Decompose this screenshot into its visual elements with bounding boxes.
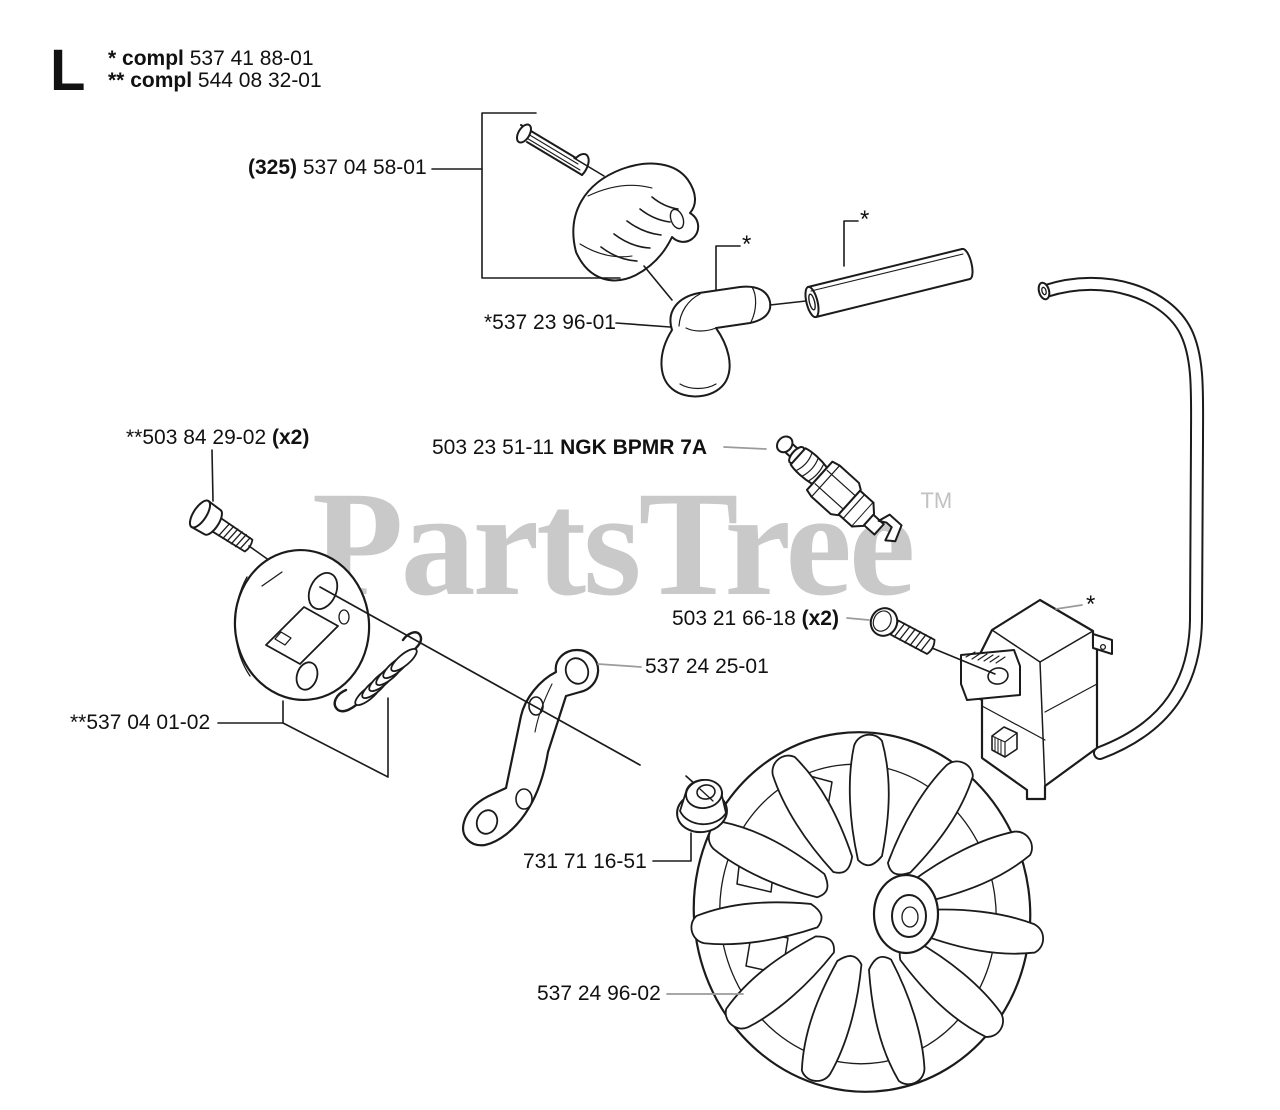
watermark-tm: TM [920,488,953,513]
label-module-screw: 503 21 66-18 (x2) [672,607,839,630]
sleeve-tube-part [804,247,974,319]
flange-nut-part [676,778,728,834]
axis-screw-module [931,647,996,675]
label-cylinder-cover: (325) 537 04 58-01 [248,156,427,179]
axis-main [319,586,641,766]
section-letter: L [50,38,86,103]
label-clutch: **537 04 01-02 [70,711,211,734]
ignition-module-part [960,598,1113,801]
footnote-1-number: 537 41 88-01 [189,47,314,70]
label-link-arm: 537 24 25-01 [645,655,769,678]
footnote-compl-2: ** compl 544 08 32-01 [108,70,322,91]
footnote-1-star: * [108,47,117,70]
module-screw-part [869,607,936,655]
spark-plug-part [776,435,903,543]
footnote-2-number: 544 08 32-01 [197,69,322,92]
footnote-1-word: compl [122,47,184,70]
footnote-2-star: ** [108,69,125,92]
link-arm-part [462,648,600,847]
label-spark-plug-cap: *537 23 96-01 [484,311,616,334]
clutch-screw-part [188,499,254,553]
label-flange-nut: 731 71 16-51 [523,850,647,873]
asterisk-marker-module: * [1086,591,1096,618]
leader-lines-gray [597,446,1083,995]
label-spark-plug: 503 23 51-11 NGK BPMR 7A [432,436,708,459]
axis-boot-cap [643,265,673,301]
asterisk-marker-tube: * [860,206,870,233]
axis-cap-tube [769,300,807,306]
clutch-part [233,548,371,702]
footnote-compl-1: * compl 537 41 88-01 [108,48,314,69]
leader-lines-black [211,112,859,862]
cylinder-cover-part [572,162,700,282]
label-clutch-screw: **503 84 29-02 (x2) [126,426,310,449]
ignition-wire [1037,276,1205,760]
label-flywheel: 537 24 96-02 [537,982,661,1005]
asterisk-marker-cap: * [742,231,752,258]
pin-part [516,123,605,177]
footnote-2-word: compl [130,69,193,92]
spark-plug-cap-part [660,285,772,398]
flywheel-part [688,731,1047,1093]
clutch-spring-part [333,631,423,713]
